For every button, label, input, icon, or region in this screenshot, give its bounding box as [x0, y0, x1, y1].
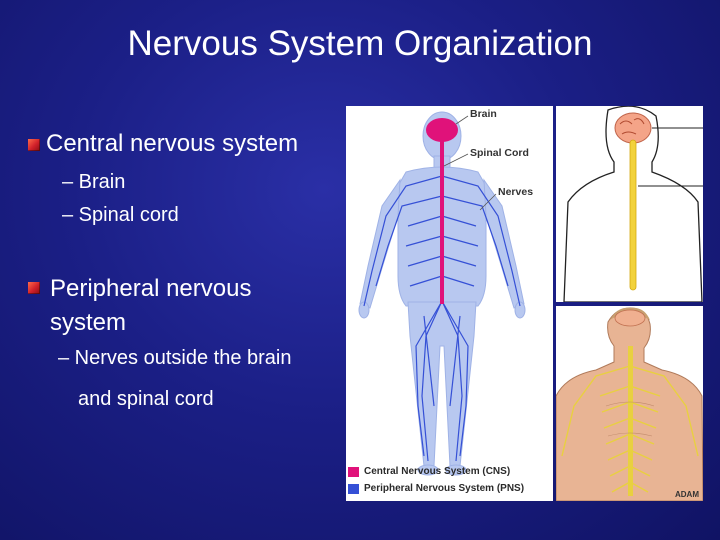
sub-bullet-brain: – Brain — [62, 167, 125, 197]
sub-bullet-nerves-line2: and spinal cord — [78, 384, 214, 414]
label-spinal-cord: Spinal Cord — [470, 147, 529, 159]
nervous-system-diagram: Brain Spinal Cord Nerves Central Nervous… — [346, 106, 553, 501]
front-view-pns-illustration: ADAM — [556, 306, 703, 501]
back-view-cns-illustration — [556, 106, 703, 302]
bullet-cns: Central nervous system — [46, 128, 298, 160]
bullet-marker-cns — [28, 139, 40, 151]
bullet-marker-pns — [28, 282, 40, 294]
legend-swatch-cns — [348, 467, 359, 477]
legend-cns: Central Nervous System (CNS) — [364, 466, 510, 477]
body-silhouette-illustration — [346, 106, 553, 501]
sub-bullet-spinal-cord: – Spinal cord — [62, 200, 179, 230]
sub-bullet-nerves-line1: – Nerves outside the brain — [58, 343, 291, 373]
legend-pns: Peripheral Nervous System (PNS) — [364, 483, 524, 494]
label-brain: Brain — [470, 108, 497, 120]
adam-credit-logo: ADAM — [675, 490, 699, 499]
bullet-pns-line2: system — [50, 307, 126, 339]
slide-title: Nervous System Organization — [0, 24, 720, 64]
label-nerves: Nerves — [498, 186, 533, 198]
bullet-pns-line1: Peripheral nervous — [50, 273, 251, 305]
legend-swatch-pns — [348, 484, 359, 494]
